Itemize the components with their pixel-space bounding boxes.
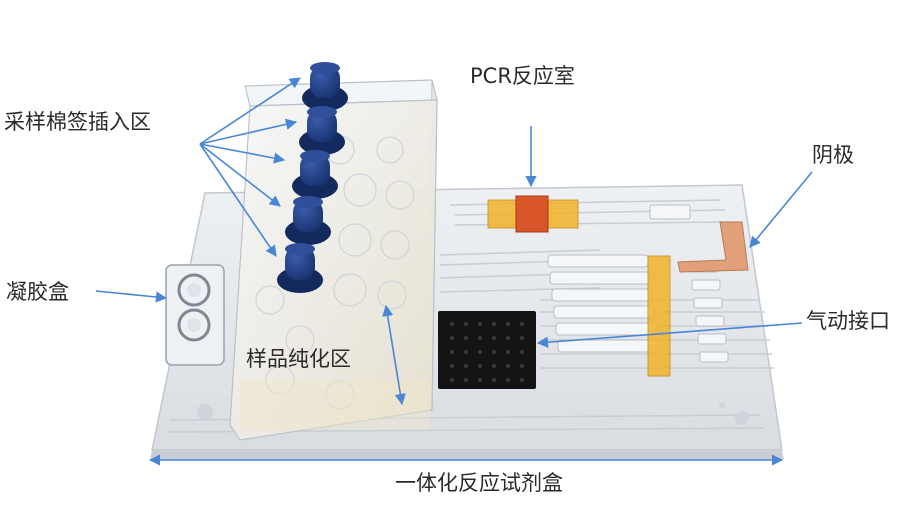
amber-strip	[647, 255, 671, 377]
swab-cap	[299, 106, 345, 155]
annotation-arrows	[95, 77, 813, 466]
arrow-cathode	[749, 171, 813, 248]
label-swab-insert-zone: 采样棉签插入区	[4, 110, 151, 134]
arrow-swab-3	[199, 143, 286, 164]
arrow-swab-5	[199, 143, 277, 257]
swab-cap	[277, 243, 323, 293]
label-sample-purification: 样品纯化区	[246, 347, 351, 371]
arrow-air	[536, 322, 803, 348]
label-pcr-chamber: PCR反应室	[470, 64, 575, 88]
label-air-port: 气动接口	[806, 309, 890, 333]
air-port-chip	[438, 311, 536, 389]
pcr-chamber-part	[487, 195, 579, 233]
arrow-swab-1	[199, 77, 301, 145]
cathode-electrode	[677, 221, 749, 273]
arrow-gel	[95, 290, 168, 303]
label-integrated-kit: 一体化反应试剂盒	[395, 471, 563, 495]
label-cathode: 阴极	[812, 143, 854, 167]
swab-caps	[277, 62, 348, 293]
swab-cap	[285, 196, 331, 245]
swab-cap	[292, 150, 338, 199]
arrow-swab-2	[199, 118, 298, 145]
gel-box-part	[165, 264, 225, 366]
swab-cap	[302, 62, 348, 111]
label-gel-box: 凝胶盒	[6, 280, 69, 304]
arrow-purify	[382, 304, 406, 406]
arrow-swab-4	[199, 143, 281, 207]
